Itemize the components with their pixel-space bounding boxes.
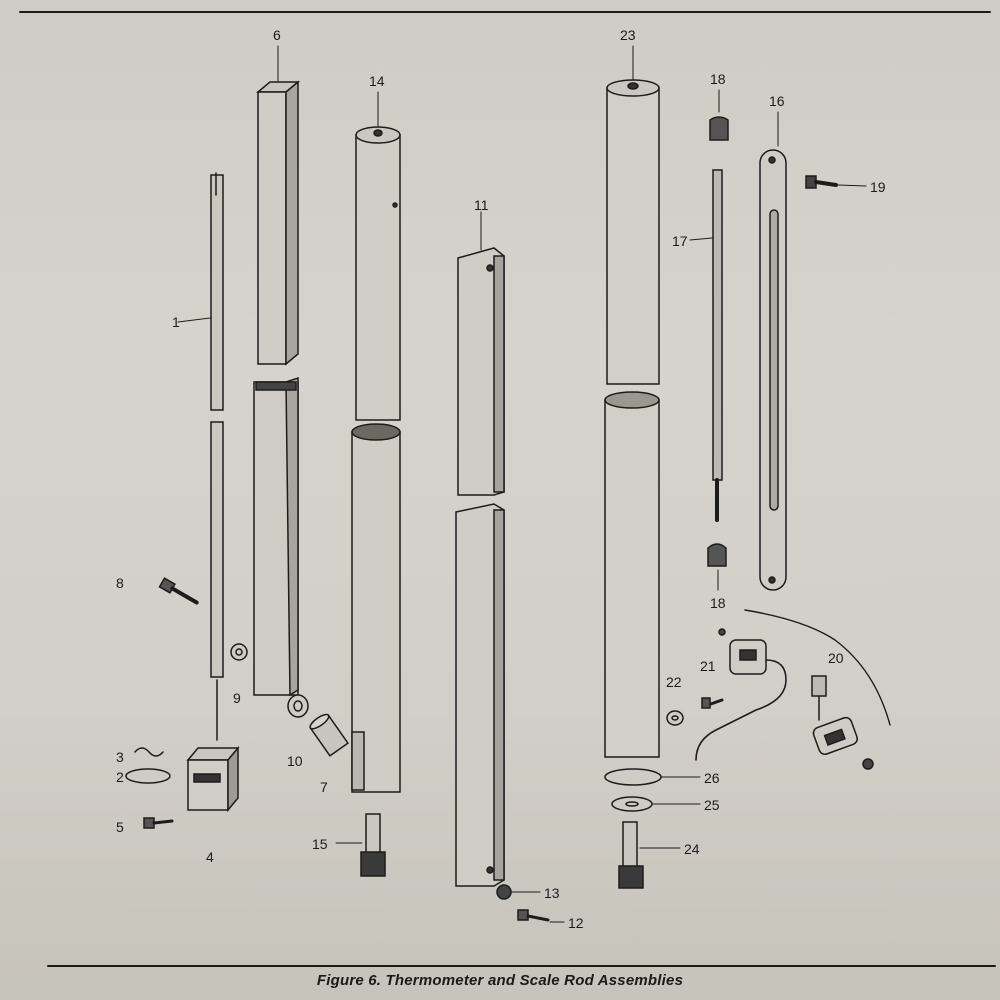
leader-17 [689, 237, 713, 241]
part-label-17: 17 [672, 233, 688, 249]
part-label-12: 12 [568, 915, 584, 931]
scale-frame-part [759, 149, 787, 591]
flat-bar-part [455, 247, 505, 887]
part-label-10: 10 [287, 753, 303, 769]
part-label-18b: 18 [710, 595, 726, 611]
washer-9 [230, 643, 248, 661]
part-label-15: 15 [312, 836, 328, 852]
washer-20-small [718, 628, 726, 636]
bolt-15 [360, 813, 386, 877]
part-label-22: 22 [666, 674, 682, 690]
square-bar-part [253, 80, 301, 697]
part-label-18a: 18 [710, 71, 726, 87]
screw-21 [701, 697, 724, 709]
screw-19 [805, 175, 838, 189]
clamp-block-4 [186, 745, 240, 813]
part-label-3: 3 [116, 749, 124, 765]
screw-8 [158, 577, 199, 605]
part-label-8: 8 [116, 575, 124, 591]
scale-rod-part [712, 169, 723, 522]
figure-caption: Figure 6. Thermometer and Scale Rod Asse… [316, 972, 684, 989]
part-label-19: 19 [870, 179, 886, 195]
part-label-1: 1 [172, 314, 180, 330]
round-tube-part [351, 126, 401, 793]
thermometer-tube-part [210, 172, 224, 741]
cap-18-top [709, 116, 729, 141]
part-label-16: 16 [769, 93, 785, 109]
part-label-26: 26 [704, 770, 720, 786]
clip-assembly-20 [695, 609, 891, 770]
spring-3 [134, 747, 164, 757]
large-tube-part [604, 79, 660, 758]
washer-22 [666, 710, 684, 726]
part-label-9: 9 [233, 690, 241, 706]
screw-5 [143, 817, 174, 829]
part-label-20: 20 [828, 650, 844, 666]
part-label-4: 4 [206, 849, 214, 865]
screw-12 [517, 909, 550, 922]
leader-1 [177, 317, 211, 323]
leader-19 [837, 184, 867, 187]
part-label-6: 6 [273, 27, 281, 43]
part-label-11: 11 [474, 197, 489, 213]
nut-7 [309, 713, 349, 757]
cap-18-bottom [707, 543, 727, 567]
part-label-25: 25 [704, 797, 720, 813]
part-label-2: 2 [116, 769, 124, 785]
part-label-21: 21 [700, 658, 716, 674]
washer-13 [496, 884, 512, 900]
part-label-24: 24 [684, 841, 700, 857]
disc-2 [125, 768, 171, 784]
part-label-7: 7 [320, 779, 328, 795]
bolt-24 [618, 821, 644, 889]
washer-10 [287, 694, 309, 718]
part-label-23: 23 [620, 27, 636, 43]
part-label-5: 5 [116, 819, 124, 835]
part-label-14: 14 [369, 73, 385, 89]
part-label-13: 13 [544, 885, 560, 901]
